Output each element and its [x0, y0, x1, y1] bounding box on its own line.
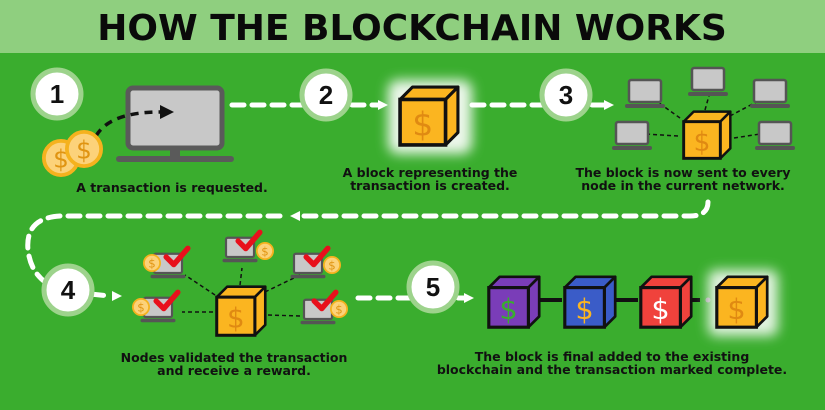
coin-icon — [131, 297, 151, 317]
coin-icon — [329, 299, 349, 319]
step-caption: blockchain and the transaction marked co… — [437, 362, 787, 377]
arrow-icon — [160, 105, 174, 119]
purple-block-icon — [487, 275, 541, 329]
step-caption: A transaction is requested. — [76, 180, 268, 195]
laptop-icon — [686, 66, 730, 98]
step-caption: Nodes validated the transaction — [121, 350, 348, 365]
block-cube-icon — [215, 285, 267, 337]
coin-icon — [65, 129, 103, 169]
step-caption: The block is now sent to every — [575, 165, 790, 180]
block-cube-icon — [681, 109, 733, 161]
step-number-badge — [299, 68, 353, 122]
coin-icon — [255, 241, 275, 261]
step-3: 3 The block is now sent to every node in… — [539, 66, 797, 193]
header-band — [0, 0, 825, 53]
step-caption: The block is final added to the existing — [475, 349, 750, 364]
red-block-icon — [639, 275, 693, 329]
new-block-icon — [715, 275, 769, 329]
page-title: HOW THE BLOCKCHAIN WORKS — [97, 8, 727, 49]
laptop-icon — [623, 78, 667, 110]
step-number: 4 — [61, 275, 76, 305]
laptop-icon — [753, 120, 797, 152]
laptop-icon — [610, 120, 654, 152]
step-number: 5 — [426, 272, 440, 302]
step-caption: and receive a reward. — [157, 363, 311, 378]
block-cube-icon — [398, 85, 460, 147]
step-5: 5 The block is final added to the existi… — [406, 260, 787, 377]
blue-block-icon — [563, 275, 617, 329]
step-2: 2 A block representing the transaction i… — [299, 68, 518, 193]
step-caption: A block representing the — [343, 165, 518, 180]
laptop-icon — [748, 78, 792, 110]
step-number-badge — [406, 260, 460, 314]
step-4: 4 Nodes validated the transaction and re… — [41, 232, 349, 378]
step-1: 1 A transaction is requested. — [30, 67, 268, 195]
step-number-badge — [41, 263, 95, 317]
step-number: 1 — [50, 79, 64, 109]
coin-icon — [322, 255, 342, 275]
step-number-badge — [539, 68, 593, 122]
step-number: 2 — [319, 80, 333, 110]
monitor-icon — [116, 85, 234, 162]
step-caption: transaction is created. — [350, 178, 510, 193]
coin-icon — [142, 253, 162, 273]
step-number: 3 — [559, 80, 573, 110]
step-caption: node in the current network. — [581, 178, 785, 193]
step-number-badge — [30, 67, 84, 121]
